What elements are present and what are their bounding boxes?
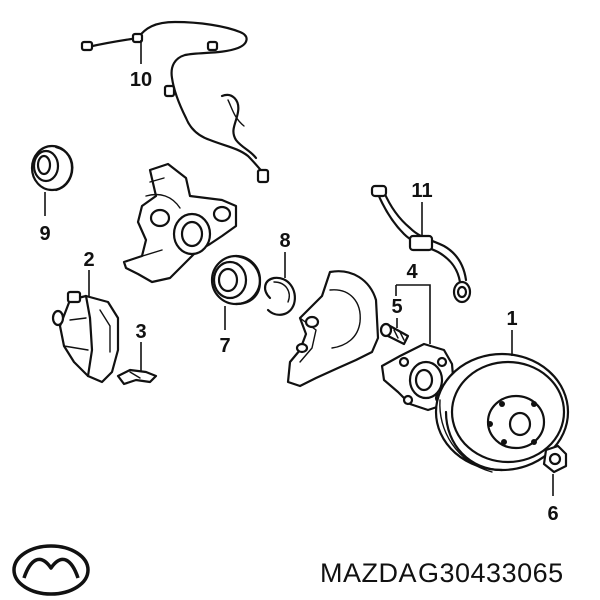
callout-11: 11	[411, 180, 432, 202]
callout-1: 1	[506, 308, 517, 330]
hub-nut	[542, 444, 568, 474]
callout-9: 9	[39, 223, 50, 245]
callout-8: 8	[279, 230, 290, 252]
callout-7: 7	[219, 335, 230, 357]
brake-disc	[434, 352, 570, 473]
abs-sensor-wire	[80, 20, 270, 184]
part-number: G30433065	[418, 558, 564, 588]
dust-seal	[30, 144, 74, 192]
dust-shield	[286, 270, 380, 388]
callout-6: 6	[547, 503, 558, 525]
leader-lines	[44, 40, 554, 496]
brake-caliper	[51, 290, 120, 384]
snap-ring	[264, 276, 296, 316]
caliper-clip	[116, 368, 158, 386]
callout-2: 2	[83, 249, 94, 271]
steering-knuckle	[122, 162, 238, 284]
callout-labels: 10 9 2 3 7 8 11 4 5 1 6	[39, 69, 558, 525]
mazda-logo-icon	[12, 544, 90, 596]
callout-5: 5	[391, 296, 402, 318]
callout-10: 10	[130, 69, 152, 91]
wheel-bearing	[210, 254, 262, 306]
callout-4: 4	[406, 261, 418, 283]
brand-name: MAZDA	[320, 558, 417, 588]
callout-3: 3	[135, 321, 146, 343]
hub-bolt	[379, 322, 410, 346]
wheel-hub	[380, 342, 456, 412]
brake-hose	[370, 184, 472, 304]
